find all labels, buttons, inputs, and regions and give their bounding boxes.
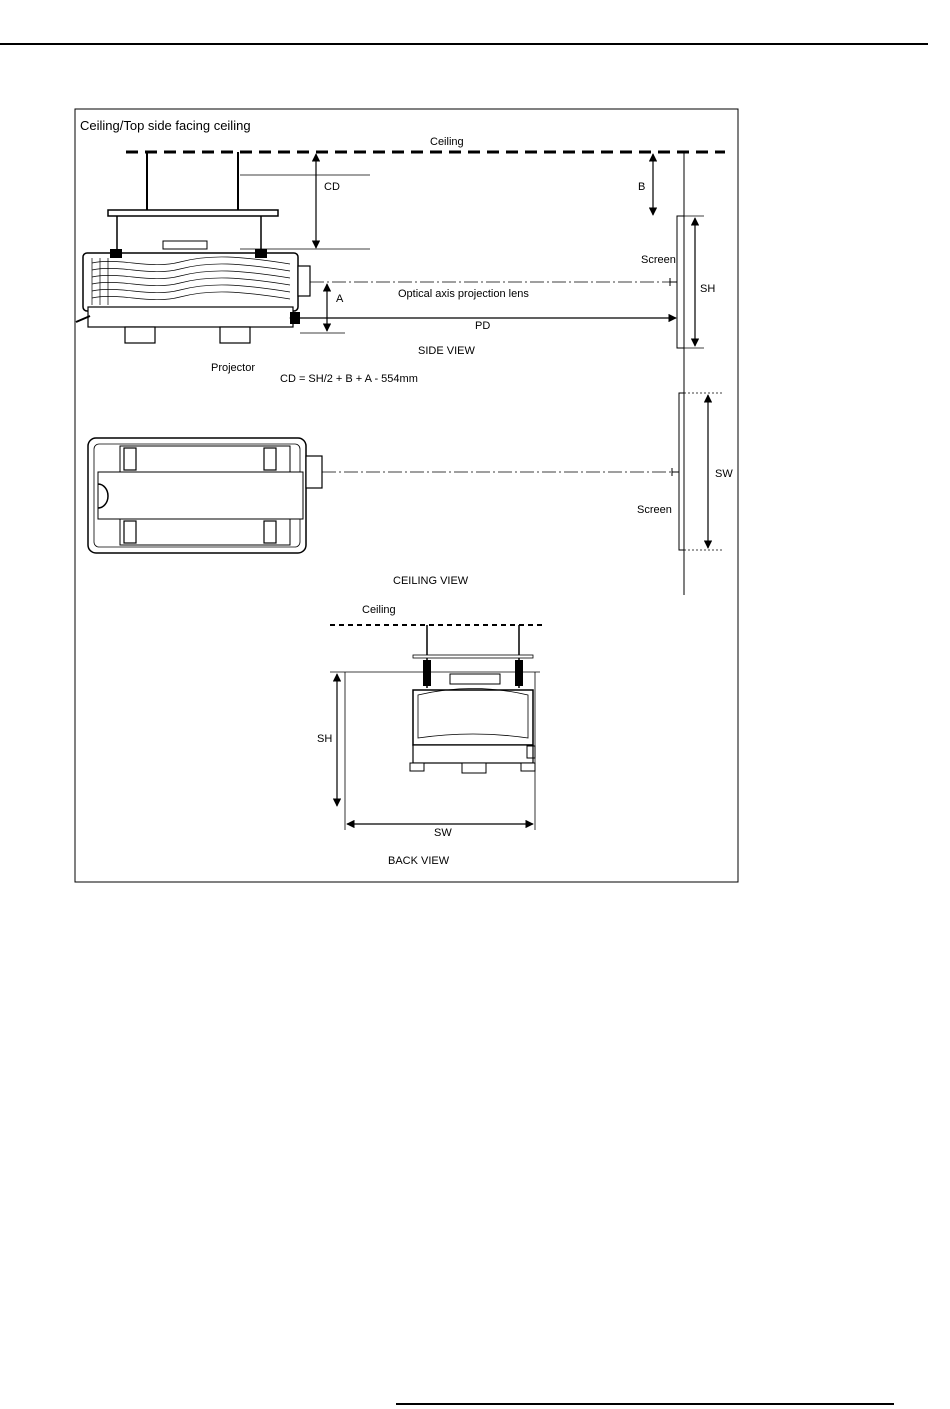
footer-rule	[396, 1403, 894, 1405]
back-view: Ceiling SH SW BACK VIEW	[317, 604, 545, 867]
projector-base	[88, 307, 293, 327]
cd-label: CD	[324, 181, 340, 193]
frame-title: Ceiling/Top side facing ceiling	[80, 118, 251, 133]
projector-base-back	[413, 745, 533, 763]
projector-label: Projector	[211, 362, 255, 374]
mount-plate	[108, 210, 278, 216]
back-rod-clamp	[515, 660, 523, 686]
projector-foot	[125, 327, 155, 343]
screen-top	[679, 393, 684, 550]
cd-formula: CD = SH/2 + B + A - 554mm	[280, 373, 418, 385]
projector-body-back	[413, 690, 533, 745]
optical-axis-label: Optical axis projection lens	[398, 288, 529, 300]
ceiling-view: Screen SW CEILING VIEW	[88, 393, 733, 587]
lens-housing	[298, 266, 310, 296]
ceiling-screen-label: Screen	[637, 504, 672, 516]
back-sh-label: SH	[317, 733, 332, 745]
ceiling-view-caption: CEILING VIEW	[393, 575, 469, 587]
back-foot	[410, 763, 424, 771]
ceiling-label: Ceiling	[430, 136, 464, 148]
back-sw-label: SW	[434, 827, 452, 839]
sw-label: SW	[715, 468, 733, 480]
side-view-caption: SIDE VIEW	[418, 345, 475, 357]
back-foot	[462, 763, 486, 773]
back-view-caption: BACK VIEW	[388, 855, 450, 867]
projector-clamp	[110, 249, 122, 258]
back-foot	[521, 763, 535, 771]
back-mount-plate	[413, 655, 533, 658]
screen-side	[677, 216, 684, 348]
projector-foot	[220, 327, 250, 343]
back-rod-clamp	[423, 660, 431, 686]
projector-clamp	[255, 249, 267, 258]
sh-label: SH	[700, 283, 715, 295]
screen-label: Screen	[641, 254, 676, 266]
top-center-strip	[98, 472, 303, 519]
a-label: A	[336, 293, 344, 305]
top-lens-housing	[306, 456, 322, 488]
b-label: B	[638, 181, 645, 193]
projector-top-plate	[163, 241, 207, 249]
pd-label: PD	[475, 320, 490, 332]
back-ceiling-label: Ceiling	[362, 604, 396, 616]
back-top-plate	[450, 674, 500, 684]
